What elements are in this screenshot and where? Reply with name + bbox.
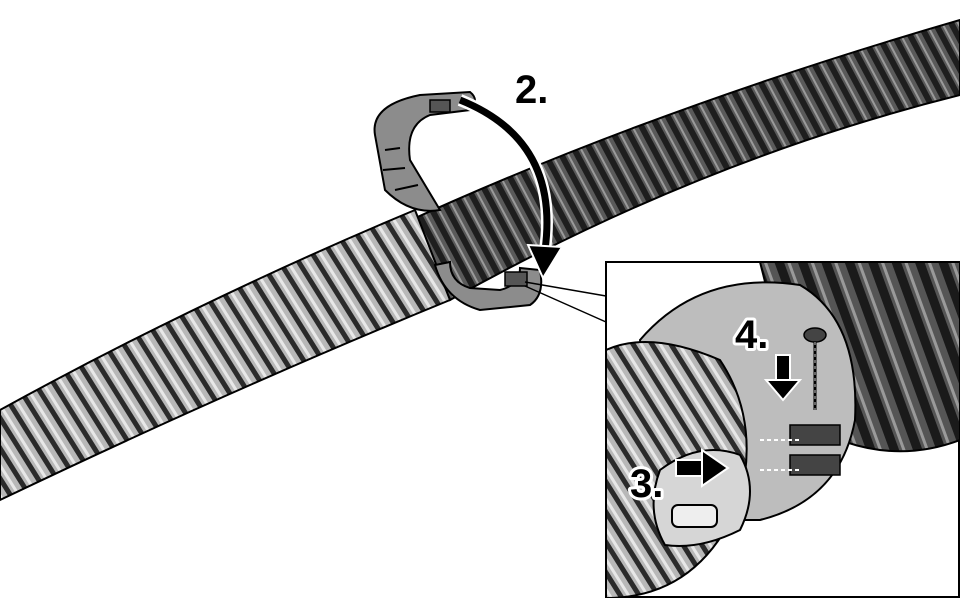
screw-icon — [803, 327, 827, 410]
callout-line — [524, 281, 607, 323]
step-3-label: 3. — [630, 462, 663, 506]
down-arrow-icon — [763, 354, 803, 402]
right-arrow-icon — [675, 448, 730, 488]
step-2-label: 2. — [515, 68, 548, 112]
hose-clamp — [373, 90, 543, 312]
hose-upper-section — [398, 18, 960, 302]
hose-lower-section — [0, 208, 452, 502]
curved-arrow-icon — [457, 94, 564, 281]
step-4-label: 4. — [735, 313, 768, 357]
detail-inset — [605, 261, 960, 598]
latch-detail — [760, 424, 841, 476]
